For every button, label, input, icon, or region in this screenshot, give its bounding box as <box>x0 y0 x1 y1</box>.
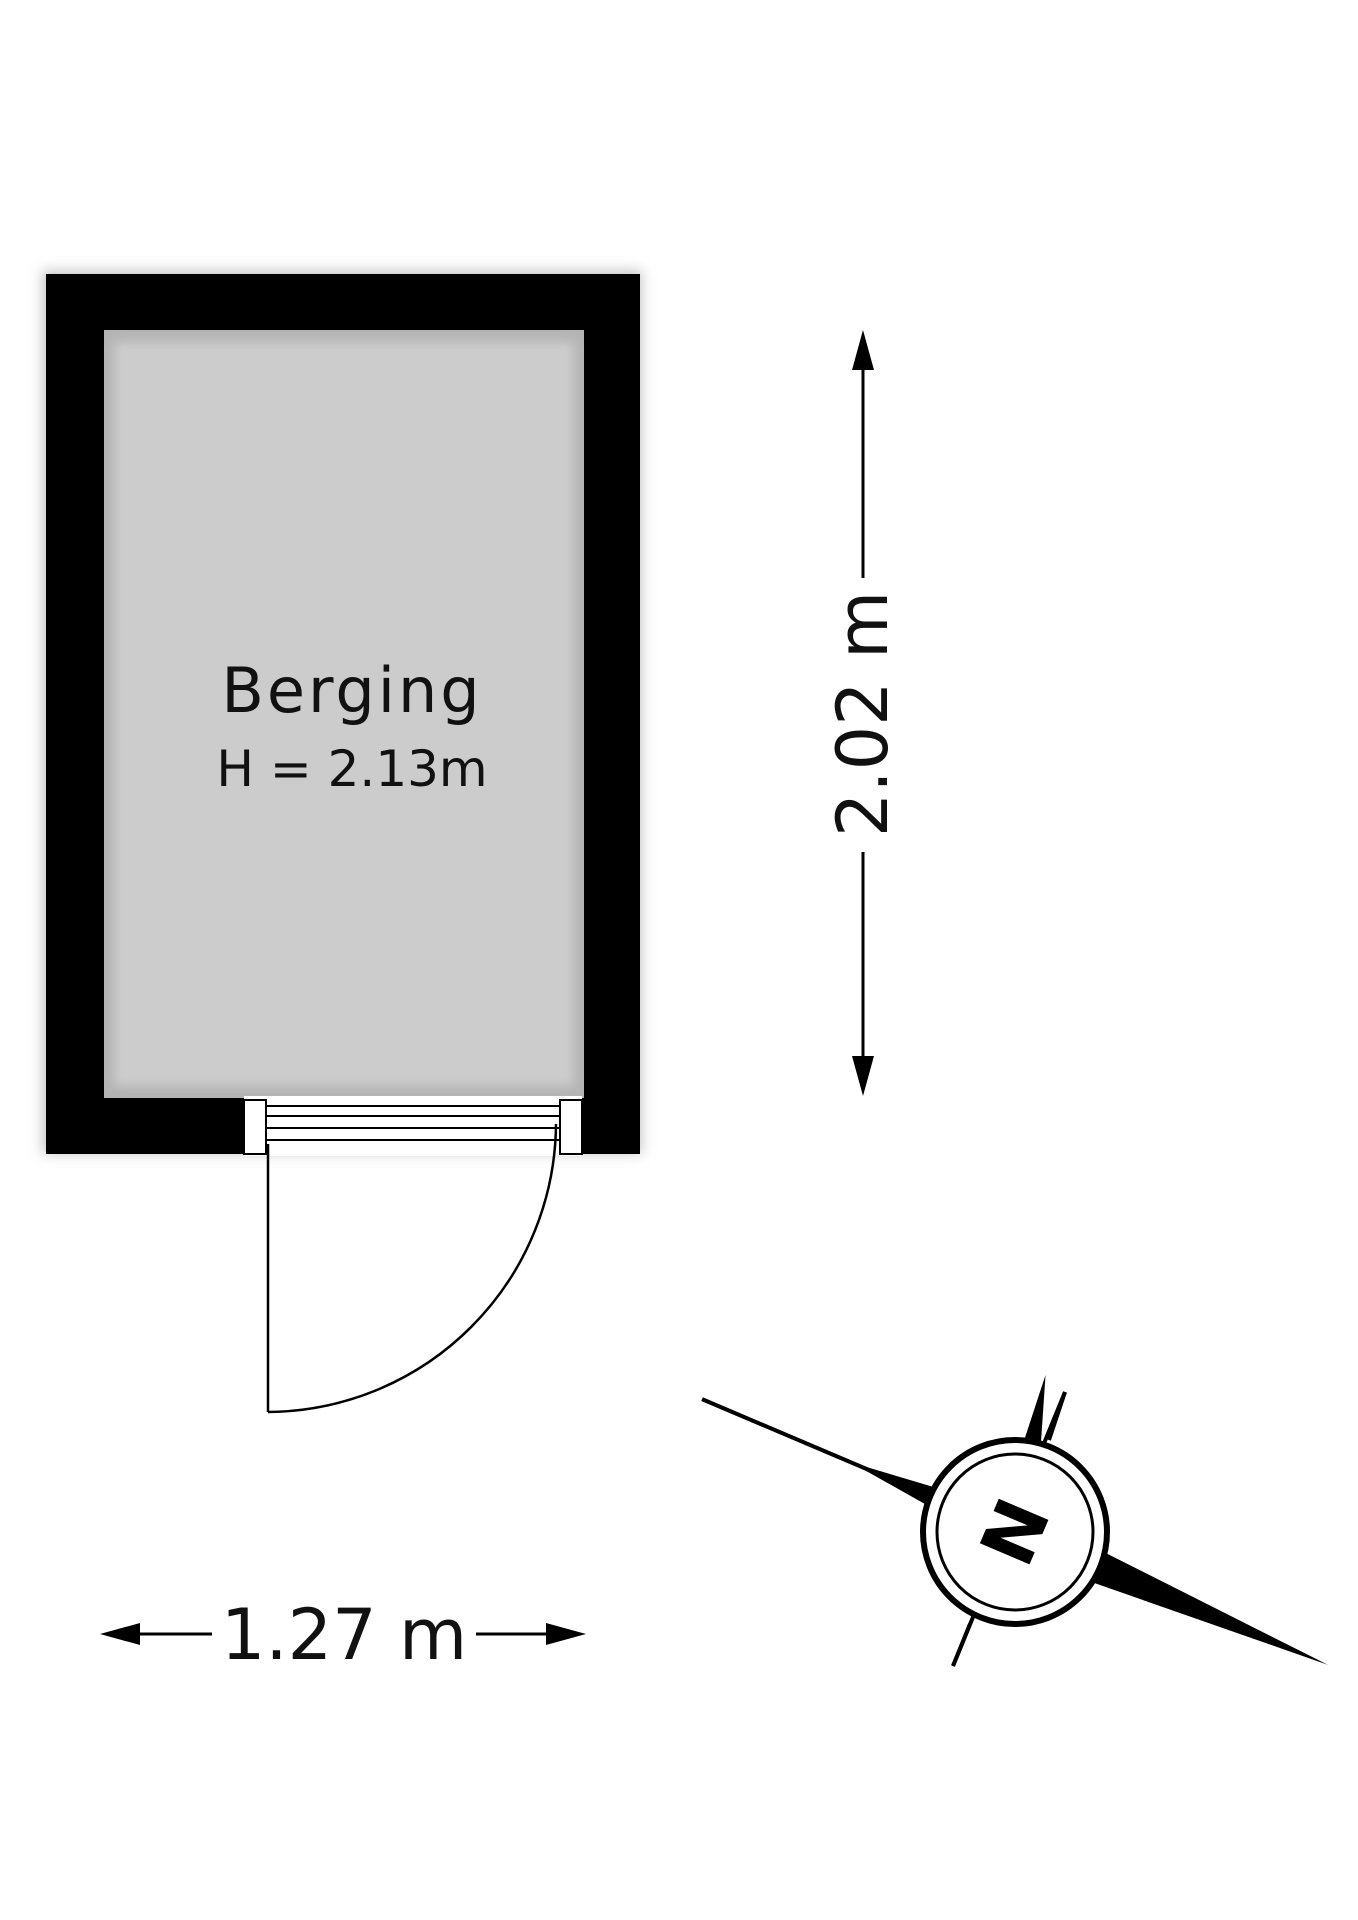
depth-label: 2.02 m <box>822 591 904 837</box>
arrow-right-icon <box>546 1623 586 1645</box>
width-label: 1.27 m <box>221 1594 467 1676</box>
room-name: Berging <box>221 654 482 727</box>
width-dimension: 1.27 m <box>100 1594 586 1676</box>
arrow-left-icon <box>100 1623 140 1645</box>
door-opening <box>243 1096 583 1156</box>
compass-rose-icon: N <box>701 1374 1328 1667</box>
arrow-up-icon <box>852 330 874 370</box>
room-height: H = 2.13m <box>216 740 487 798</box>
door-swing <box>266 1123 558 1414</box>
room-floor <box>114 342 574 1086</box>
depth-dimension: 2.02 m <box>822 330 904 1096</box>
arrow-down-icon <box>852 1056 874 1096</box>
